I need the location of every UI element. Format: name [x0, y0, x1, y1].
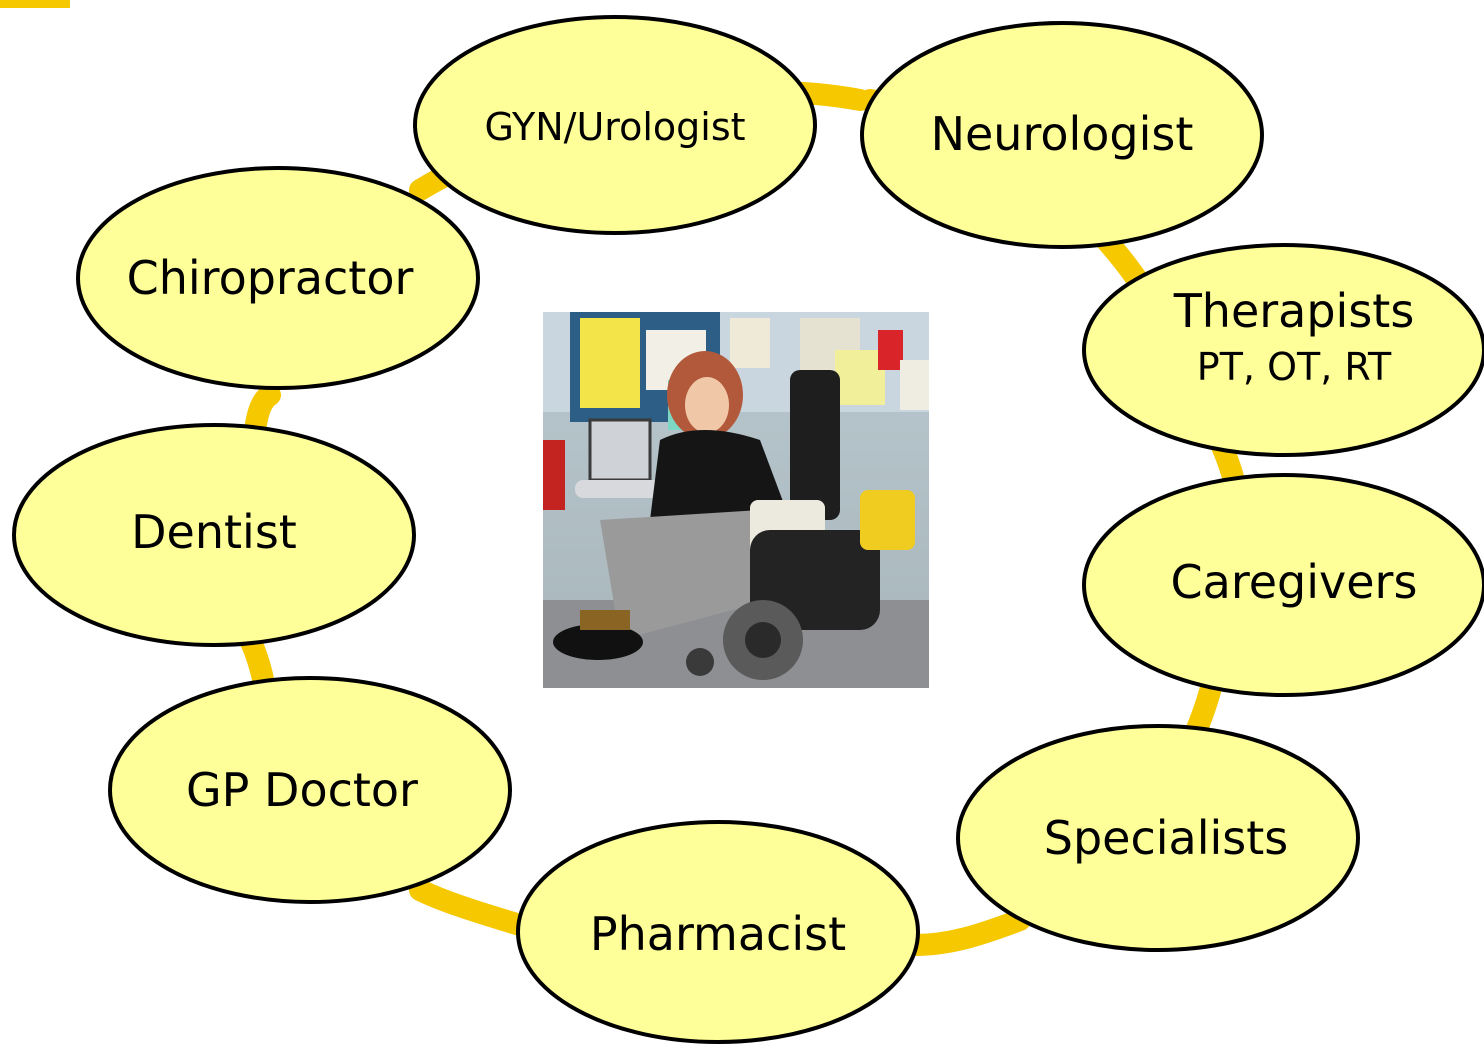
node-gp-doctor: GP Doctor — [108, 676, 512, 904]
node-caregivers: Caregivers — [1082, 473, 1484, 697]
node-specialists: Specialists — [956, 724, 1360, 952]
node-chiropractor: Chiropractor — [76, 166, 480, 390]
node-neurologist: Neurologist — [860, 21, 1264, 249]
center-photo — [543, 312, 929, 688]
node-label: Dentist — [131, 505, 297, 559]
node-label: Therapists — [1173, 284, 1415, 338]
node-label: Chiropractor — [127, 251, 414, 305]
node-sublabel: PT, OT, RT — [1197, 345, 1392, 389]
node-label: Specialists — [1044, 811, 1289, 865]
node-label: Neurologist — [931, 107, 1194, 161]
node-therapists: Therapists PT, OT, RT — [1082, 243, 1484, 457]
node-gyn-urologist: GYN/Urologist — [413, 15, 817, 235]
node-label: Caregivers — [1171, 555, 1418, 609]
node-label: GYN/Urologist — [484, 105, 745, 149]
corner-accent — [0, 0, 70, 8]
node-pharmacist: Pharmacist — [516, 820, 920, 1044]
node-label: Pharmacist — [590, 907, 846, 961]
node-label: GP Doctor — [186, 763, 418, 817]
node-dentist: Dentist — [12, 423, 416, 647]
